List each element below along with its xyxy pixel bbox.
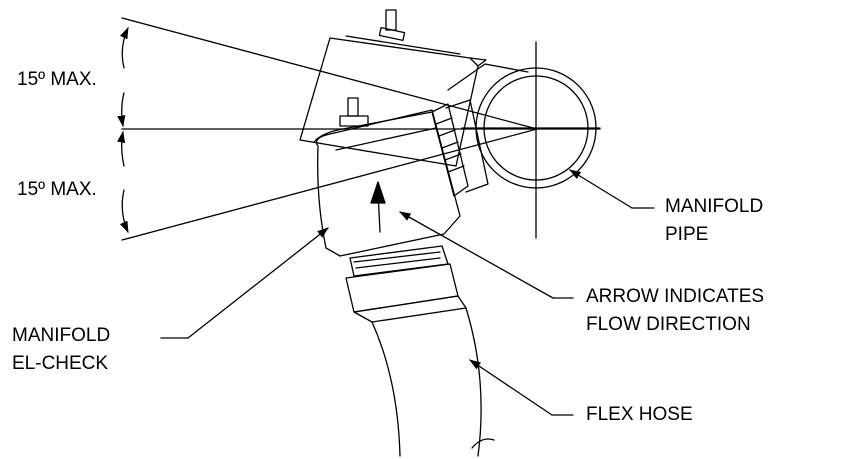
flex-hose: [371, 307, 495, 457]
upper-valve-body: [299, 9, 529, 167]
manifold-pipe-label-line1: MANIFOLD: [665, 196, 764, 217]
el-check-label-line2: EL-CHECK: [12, 353, 109, 374]
manifold-pipe: [461, 41, 601, 239]
angle-label-upper: 15º MAX.: [17, 69, 97, 90]
manifold-pipe-label-line2: PIPE: [665, 224, 709, 245]
arrow-label-line1: ARROW INDICATES: [586, 286, 765, 307]
arrow-label-line2: FLOW DIRECTION: [586, 314, 751, 335]
angle-dimension-arcs: [117, 26, 129, 234]
angle-reference-lines: [121, 17, 601, 241]
hose-connector: [345, 245, 467, 323]
flex-hose-label: FLEX HOSE: [586, 404, 693, 425]
el-check-body: [313, 97, 461, 257]
leader-lines: [160, 169, 655, 416]
el-check-label-line1: MANIFOLD: [12, 325, 111, 346]
flow-arrow: [370, 181, 386, 233]
angle-label-lower: 15º MAX.: [17, 179, 97, 200]
